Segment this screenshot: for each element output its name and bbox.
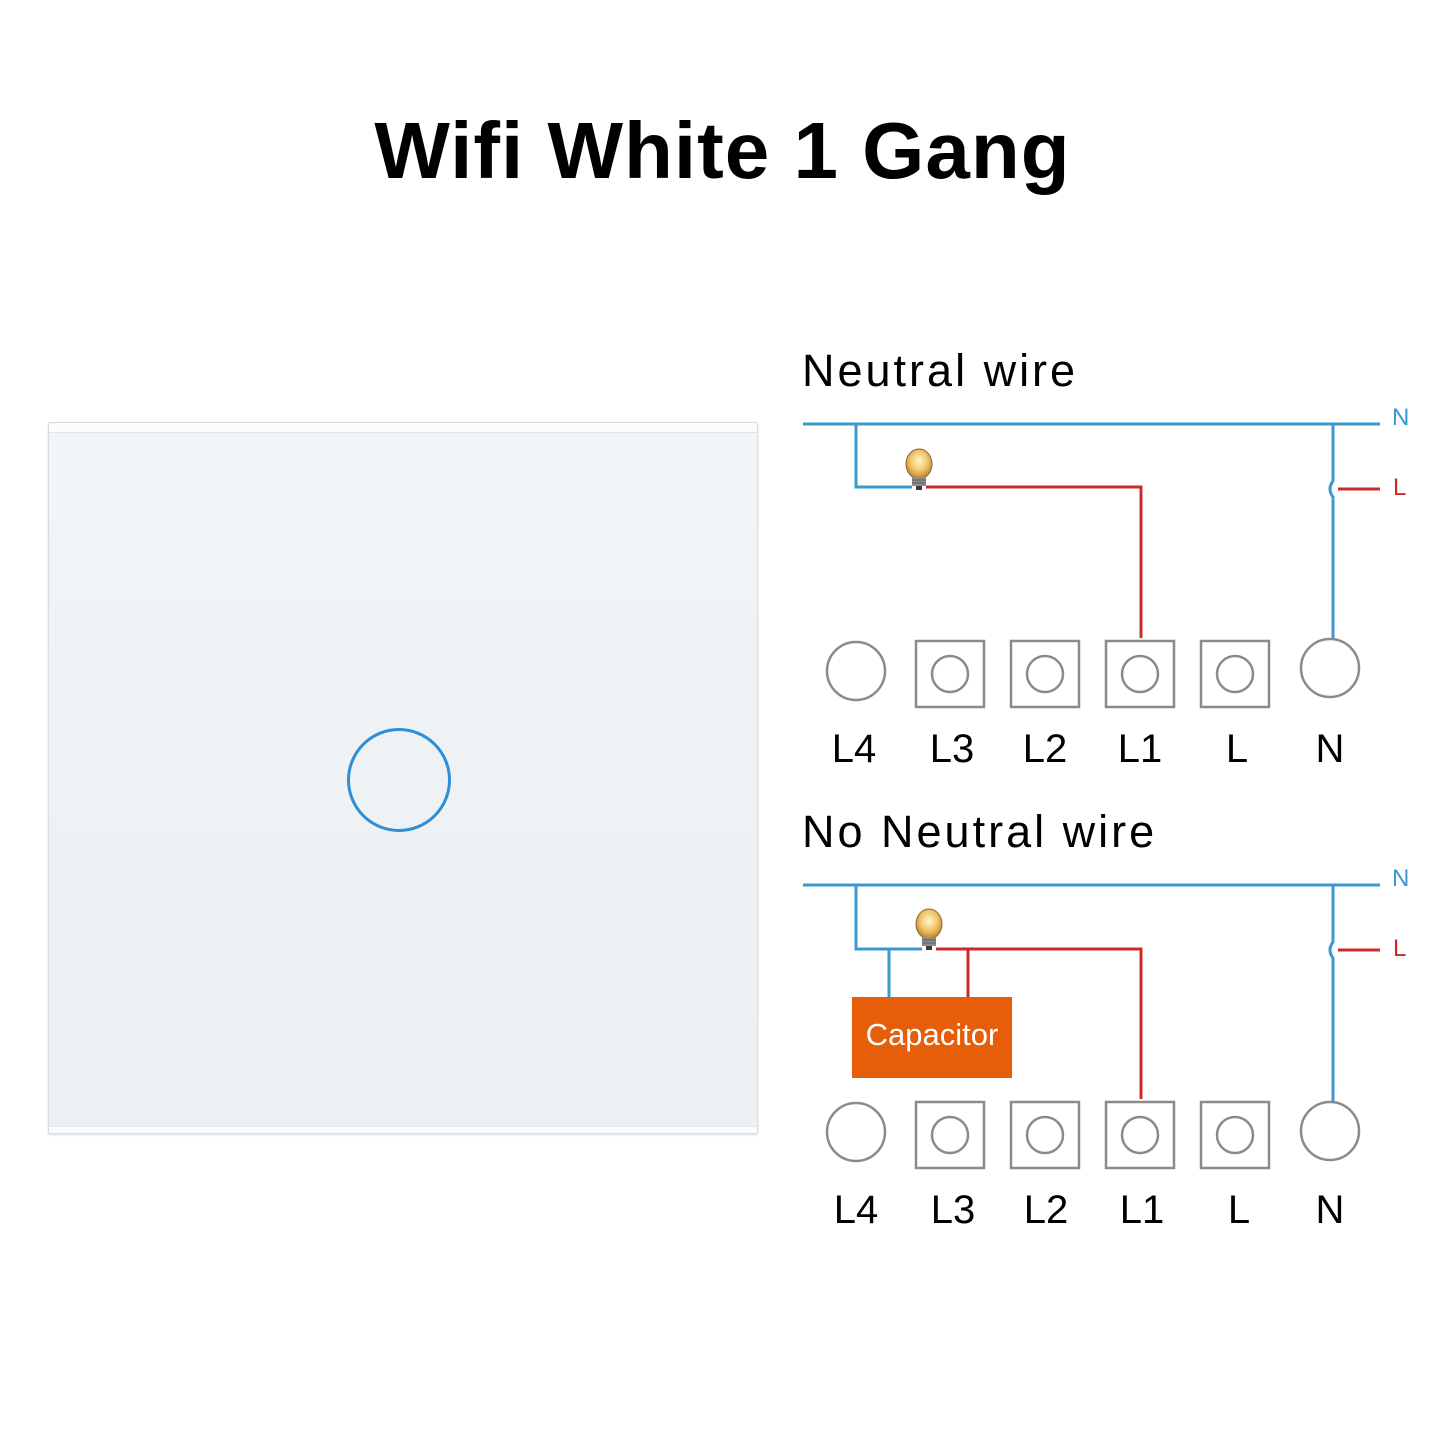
terminal-label: L3 bbox=[931, 1188, 976, 1232]
terminal-l2 bbox=[1009, 639, 1081, 709]
terminal-n bbox=[1299, 1100, 1361, 1162]
terminal-l3 bbox=[914, 1100, 986, 1170]
terminal-label: L1 bbox=[1118, 727, 1163, 771]
terminal-l1 bbox=[1104, 1100, 1176, 1170]
terminal-label: L3 bbox=[930, 727, 975, 771]
capacitor-box: Capacitor bbox=[852, 997, 1012, 1078]
bulb-neutral-wire bbox=[854, 885, 922, 951]
bulb-to-l1-wire bbox=[936, 947, 1143, 1099]
panel-bottom-edge bbox=[49, 1126, 757, 1133]
terminal-label: N bbox=[1316, 1188, 1345, 1232]
terminal-l bbox=[1199, 639, 1271, 709]
terminal-l4 bbox=[825, 1101, 887, 1163]
terminal-label: L1 bbox=[1120, 1188, 1165, 1232]
panel-top-edge bbox=[49, 423, 757, 433]
terminal-l1 bbox=[1104, 639, 1176, 709]
terminal-label: L4 bbox=[832, 727, 877, 771]
neutral-wire-diagram: N L bbox=[803, 404, 1409, 771]
terminal-label: L2 bbox=[1024, 1188, 1069, 1232]
no-neutral-wire-diagram: N L Capacitor bbox=[803, 865, 1409, 1232]
switch-panel bbox=[48, 422, 758, 1134]
bulb-to-l1-wire bbox=[926, 485, 1143, 638]
light-bulb-icon bbox=[915, 908, 943, 950]
terminal-l4 bbox=[825, 640, 887, 702]
capacitor-label: Capacitor bbox=[866, 1017, 999, 1052]
terminal-label: L bbox=[1226, 727, 1248, 771]
no-neutral-wire-title: No Neutral wire bbox=[802, 806, 1158, 857]
neutral-wire-title: Neutral wire bbox=[802, 345, 1079, 396]
neutral-to-n-wire bbox=[1328, 424, 1335, 639]
page-title: Wifi White 1 Gang bbox=[374, 106, 1071, 195]
touch-ring-icon[interactable] bbox=[347, 728, 451, 832]
light-bulb-icon bbox=[905, 448, 933, 490]
terminal-l2 bbox=[1009, 1100, 1081, 1170]
terminal-label: L bbox=[1228, 1188, 1250, 1232]
neutral-line-label: N bbox=[1392, 404, 1409, 431]
terminal-label: L2 bbox=[1023, 727, 1068, 771]
terminal-n bbox=[1299, 637, 1361, 699]
live-line-label: L bbox=[1393, 935, 1406, 962]
neutral-line-label: N bbox=[1392, 865, 1409, 892]
bulb-neutral-wire bbox=[854, 424, 912, 489]
terminal-label: L4 bbox=[834, 1188, 879, 1232]
terminal-l bbox=[1199, 1100, 1271, 1170]
neutral-to-n-wire bbox=[1328, 885, 1335, 1101]
terminal-l3 bbox=[914, 639, 986, 709]
live-line-label: L bbox=[1393, 474, 1406, 501]
terminal-label: N bbox=[1316, 727, 1345, 771]
